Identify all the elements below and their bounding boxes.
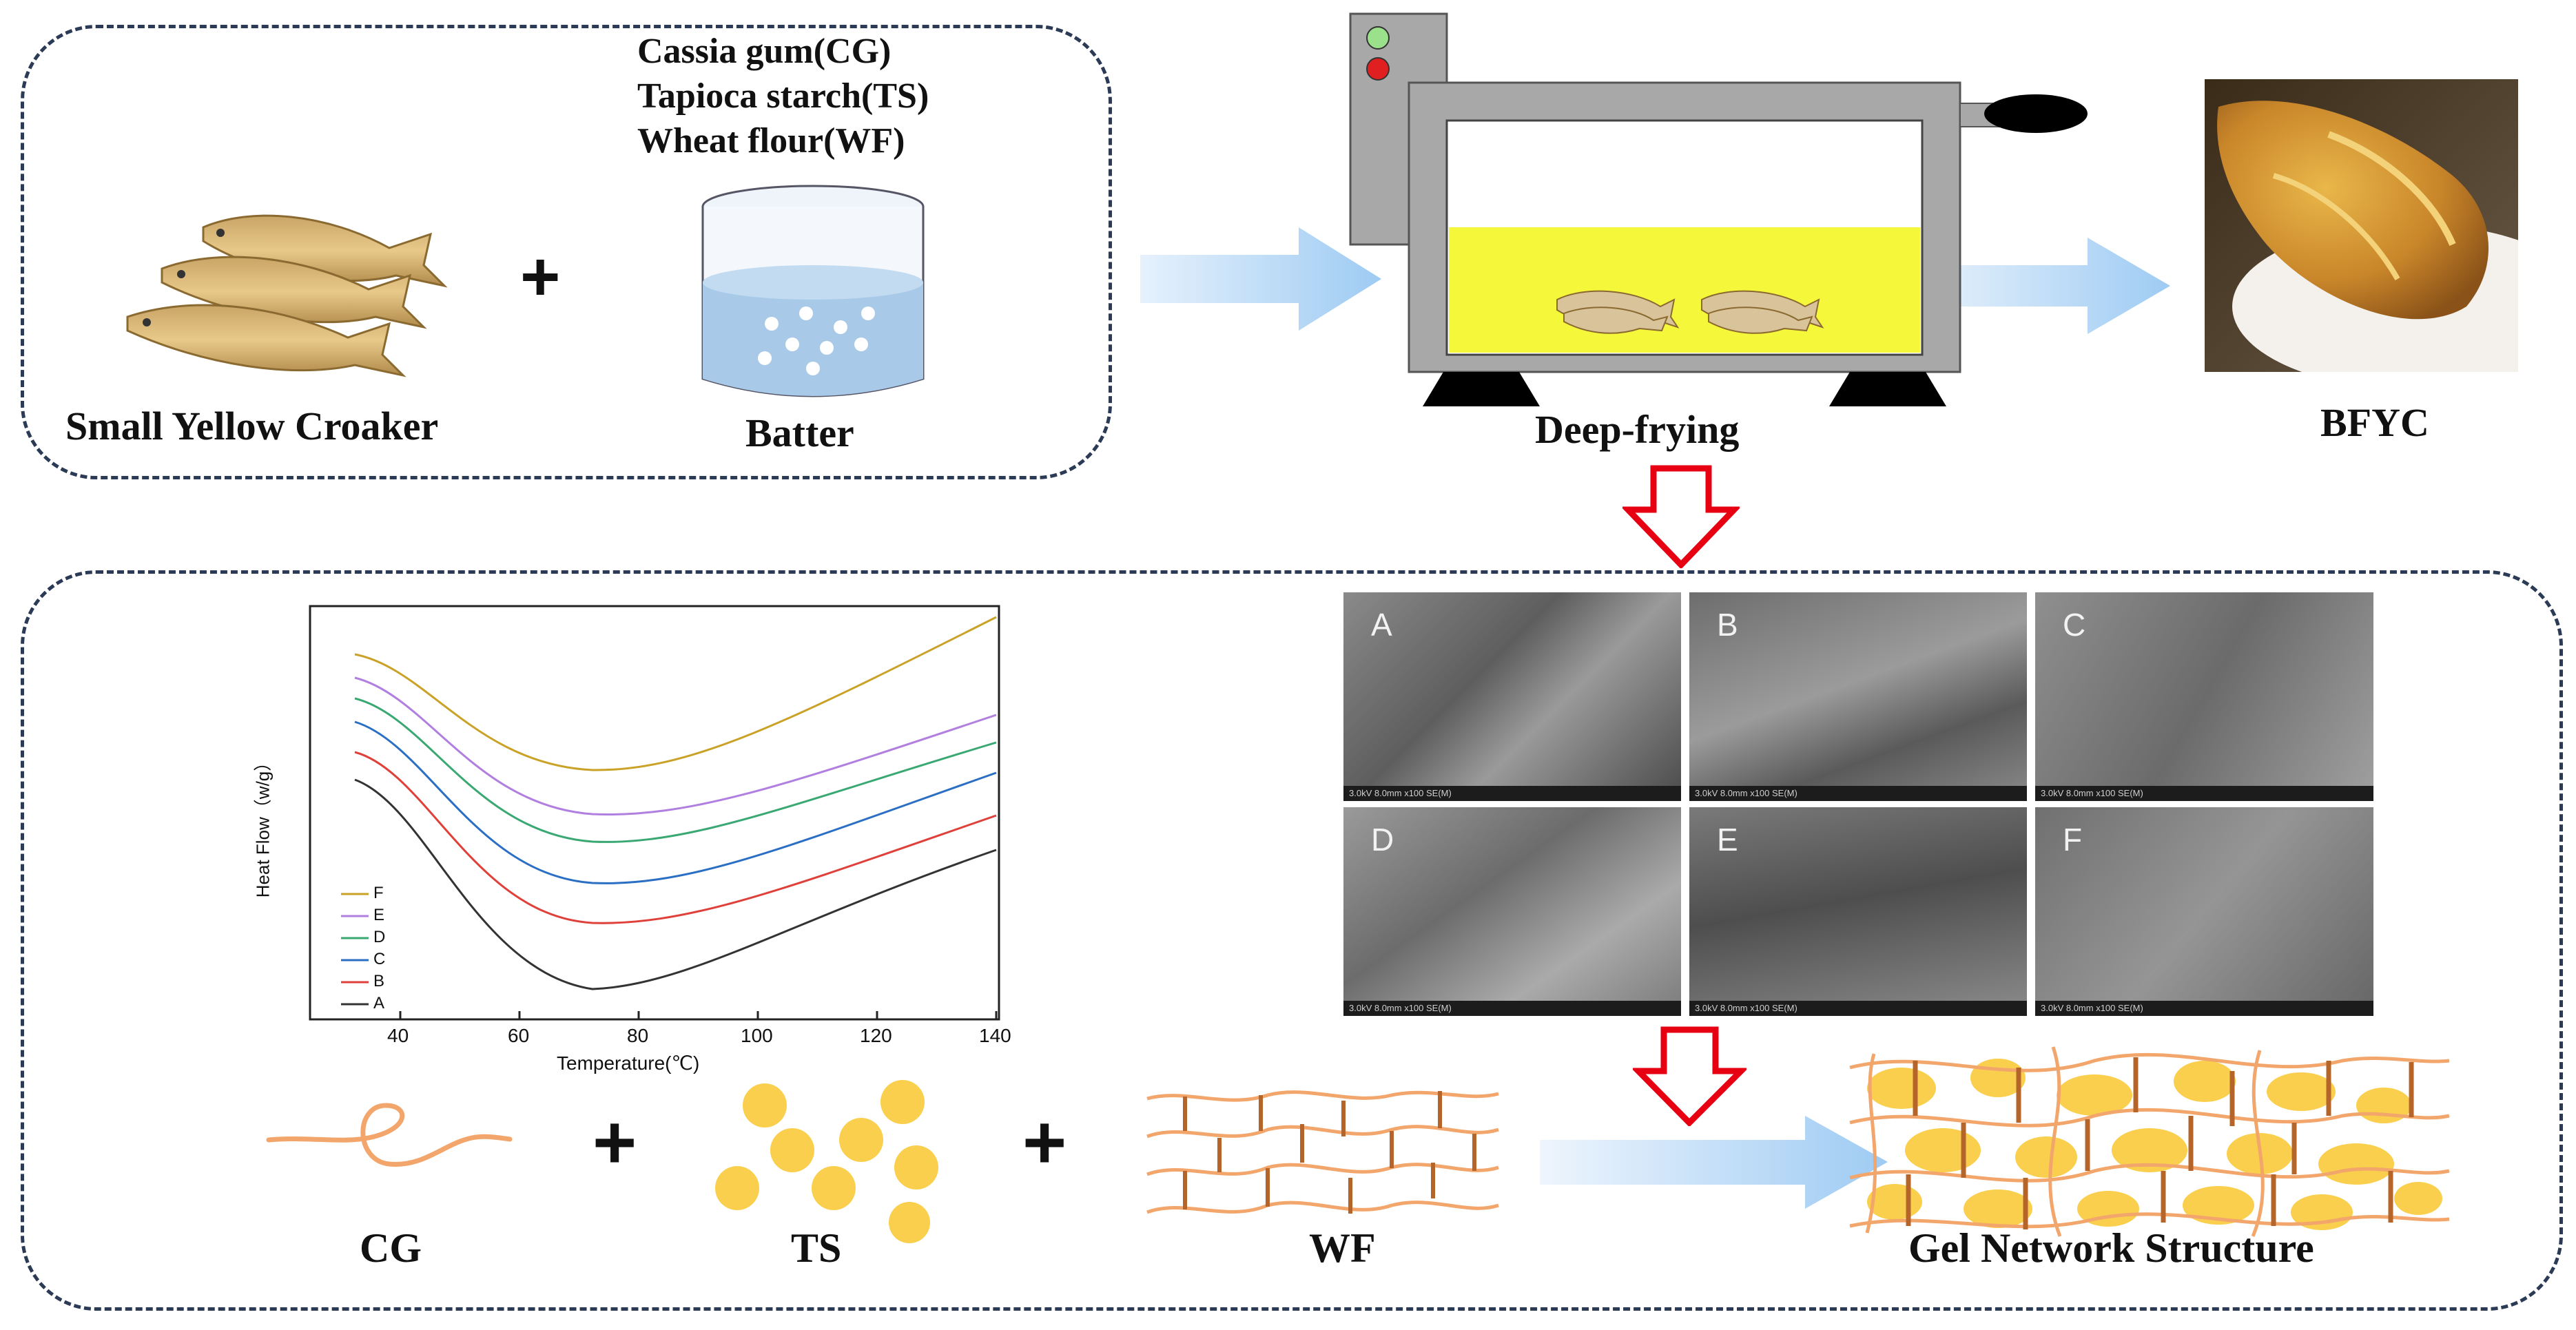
red-down-arrow-bottom [1633, 1026, 1746, 1126]
sem-panel-b: B 3.0kV 8.0mm x100 SE(M) [1689, 592, 2027, 801]
sem-panel-c: C 3.0kV 8.0mm x100 SE(M) [2035, 592, 2373, 801]
gel-network-label: Gel Network Structure [1908, 1225, 2314, 1271]
dsc-chart [309, 605, 1000, 1021]
legend-d: D [373, 928, 386, 946]
cg-fiber-icon [266, 1103, 513, 1167]
small-yellow-croaker-image [126, 214, 448, 377]
curve-e [354, 676, 997, 815]
bfyc-photo [2205, 79, 2518, 372]
dsc-y-axis-label: Heat Flow（w/g） [252, 753, 274, 898]
plus-sign-1: + [593, 1100, 637, 1185]
fish-3 [126, 304, 406, 377]
curve-a [354, 778, 997, 990]
sem-footer: 3.0kV 8.0mm x100 SE(M) [2035, 1001, 2373, 1016]
legend-f: F [373, 884, 384, 902]
top-left-dashed-box [21, 25, 1112, 479]
fish-label: Small Yellow Croaker [65, 404, 439, 448]
wf-network-icon [1146, 1090, 1499, 1214]
red-down-arrow-top [1622, 465, 1740, 568]
legend-e: E [373, 906, 385, 924]
sem-panel-e: E 3.0kV 8.0mm x100 SE(M) [1689, 807, 2027, 1016]
arrow-to-product [1929, 238, 2170, 334]
legend-c: C [373, 950, 386, 968]
sem-panel-d: D 3.0kV 8.0mm x100 SE(M) [1343, 807, 1681, 1016]
x-tick-100: 100 [741, 1025, 773, 1046]
ts-granules-icon [715, 1080, 938, 1243]
sem-panel-a: A 3.0kV 8.0mm x100 SE(M) [1343, 592, 1681, 801]
sem-grid: A 3.0kV 8.0mm x100 SE(M) B 3.0kV 8.0mm x… [1343, 592, 2373, 1016]
batter-beaker-icon [701, 185, 925, 397]
frying-fish [1556, 290, 1824, 334]
x-tick-80: 80 [627, 1025, 649, 1046]
x-tick-140: 140 [979, 1025, 1011, 1046]
x-tick-120: 120 [860, 1025, 892, 1046]
plus-sign-2: + [1022, 1100, 1067, 1185]
batter-label: Batter [745, 411, 854, 455]
ts-label: TS [791, 1225, 842, 1271]
ingredient-cg: Cassia gum(CG) [637, 32, 892, 71]
legend-b: B [373, 972, 385, 990]
curve-d [354, 697, 997, 843]
ingredient-wf: Wheat flour(WF) [637, 121, 905, 160]
curve-b [354, 751, 997, 924]
cg-label: CG [360, 1225, 422, 1271]
ingredient-ts: Tapioca starch(TS) [637, 76, 929, 116]
sem-panel-f: F 3.0kV 8.0mm x100 SE(M) [2035, 807, 2373, 1016]
sem-footer: 3.0kV 8.0mm x100 SE(M) [1689, 786, 2027, 801]
legend-a: A [373, 994, 385, 1012]
arrow-to-gel [1540, 1116, 1888, 1209]
dsc-x-axis-label: Temperature(℃) [557, 1052, 700, 1074]
wf-label: WF [1309, 1225, 1376, 1271]
sem-footer: 3.0kV 8.0mm x100 SE(M) [2035, 786, 2373, 801]
x-tick-40: 40 [387, 1025, 409, 1046]
curve-f [354, 616, 997, 771]
sem-footer: 3.0kV 8.0mm x100 SE(M) [1343, 786, 1681, 801]
fryer-label: Deep-frying [1535, 407, 1740, 452]
curve-c [354, 720, 997, 884]
bottom-dashed-box [21, 570, 2563, 1311]
plus-sign-top: + [520, 238, 561, 315]
product-label: BFYC [2320, 400, 2429, 445]
gel-network-icon [1849, 1046, 2450, 1237]
x-tick-60: 60 [508, 1025, 530, 1046]
arrow-to-fryer [1140, 227, 1381, 331]
sem-footer: 3.0kV 8.0mm x100 SE(M) [1689, 1001, 2027, 1016]
sem-footer: 3.0kV 8.0mm x100 SE(M) [1343, 1001, 1681, 1016]
deep-fryer-icon [1349, 12, 2088, 406]
